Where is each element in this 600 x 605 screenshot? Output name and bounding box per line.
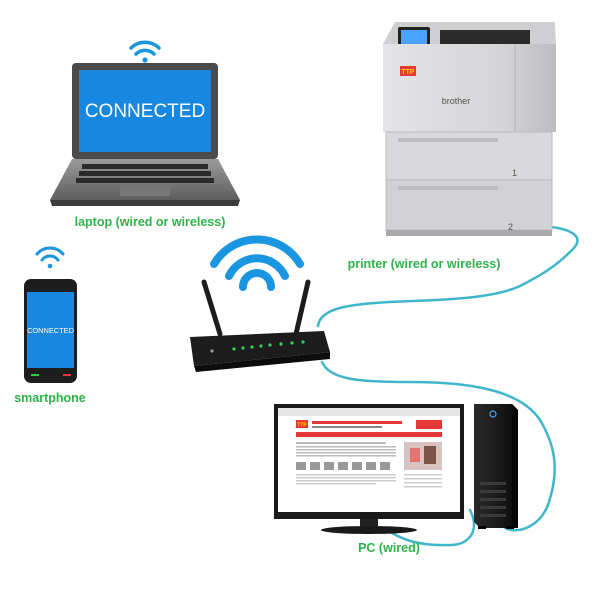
router-antenna-right (293, 279, 311, 337)
laptop[interactable]: CONNECTED (50, 40, 240, 206)
network-cables (316, 224, 579, 547)
router[interactable] (190, 235, 330, 372)
cable-printer-router (316, 224, 579, 328)
monitor-neck (360, 519, 378, 527)
cable-router-pc (320, 360, 556, 532)
pc-tower[interactable] (474, 404, 518, 529)
wifi-icon-router (210, 235, 304, 291)
printer-output-tray (440, 30, 530, 44)
printer-main-body (383, 44, 556, 132)
wifi-icon-phone (35, 246, 65, 269)
laptop-keyboard (76, 164, 214, 183)
router-leds (210, 340, 305, 353)
tower-body (474, 404, 518, 528)
monitor-stand (321, 526, 417, 534)
laptop-screen (79, 70, 211, 152)
phone-screen-text: CONNECTED (27, 326, 74, 335)
smartphone-label: smartphone (14, 391, 86, 405)
laptop-screen-text: CONNECTED (85, 101, 205, 122)
laptop-label: laptop (wired or wireless) (75, 215, 226, 229)
svg-text:2: 2 (508, 222, 513, 232)
smartphone[interactable]: CONNECTED (24, 246, 77, 383)
tower-power-button (489, 410, 497, 418)
phone-screen (27, 292, 74, 368)
svg-text:TTP: TTP (401, 69, 415, 76)
printer[interactable]: TTP brother 1 2 (383, 22, 556, 236)
router-body (190, 331, 330, 366)
pc-monitor[interactable]: TTP (274, 404, 464, 534)
laptop-touchpad (120, 186, 170, 196)
router-antenna-left (201, 279, 223, 337)
svg-text:1: 1 (512, 168, 517, 178)
cable-monitor-tower (383, 508, 476, 547)
printer-label: printer (wired or wireless) (348, 257, 501, 271)
svg-text:TTP: TTP (297, 423, 307, 429)
printer-brand: brother (442, 96, 471, 106)
printer-logo (400, 66, 416, 76)
pc-label: PC (wired) (358, 541, 420, 555)
wifi-icon-laptop (129, 40, 161, 63)
